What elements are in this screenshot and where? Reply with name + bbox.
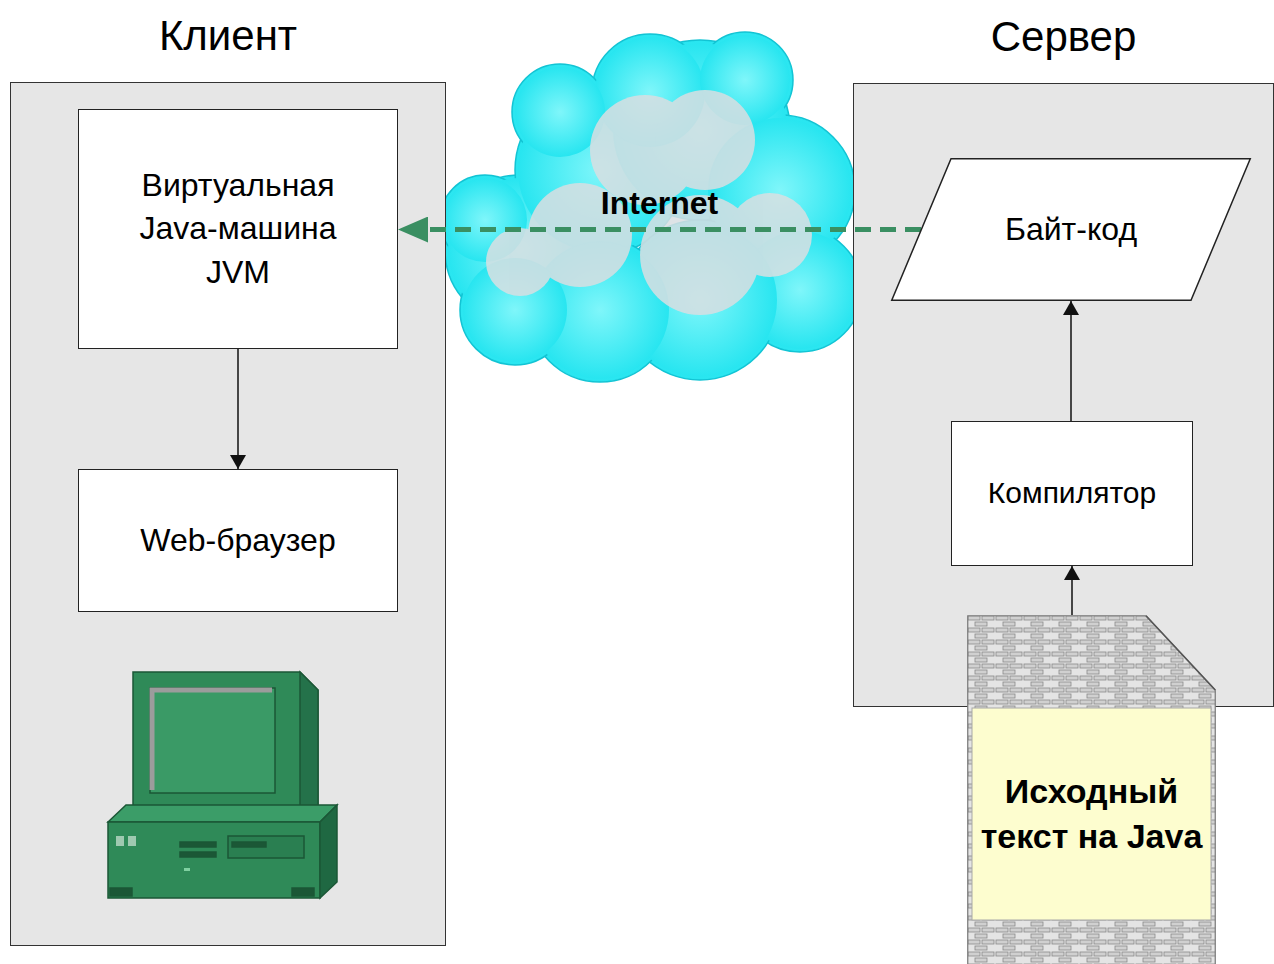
node-text: Виртуальная Java-машина JVM [118, 164, 358, 294]
bytecode-data: Байт-код [891, 158, 1251, 301]
node-text: Байт-код [1005, 208, 1137, 251]
panel-heading: Клиент [11, 11, 445, 61]
edge-label: Internet [601, 185, 718, 222]
flow-arrow [1071, 566, 1073, 615]
node-text: Web-браузер [140, 519, 335, 562]
compiler-box: Компилятор [951, 421, 1193, 566]
jvm-box: Виртуальная Java-машина JVM [78, 109, 398, 349]
panel-heading: Сервер [854, 12, 1273, 62]
source-document: Исходный текст на Java [967, 615, 1216, 964]
node-text: Компилятор [988, 473, 1156, 514]
flow-arrow [237, 349, 239, 469]
node-text: Исходный текст на Java [967, 708, 1216, 920]
flow-arrow [1070, 301, 1072, 421]
browser-box: Web-браузер [78, 469, 398, 612]
network-arrow [398, 227, 921, 232]
server-panel: СерверБайт-кодКомпилятор [853, 83, 1274, 707]
